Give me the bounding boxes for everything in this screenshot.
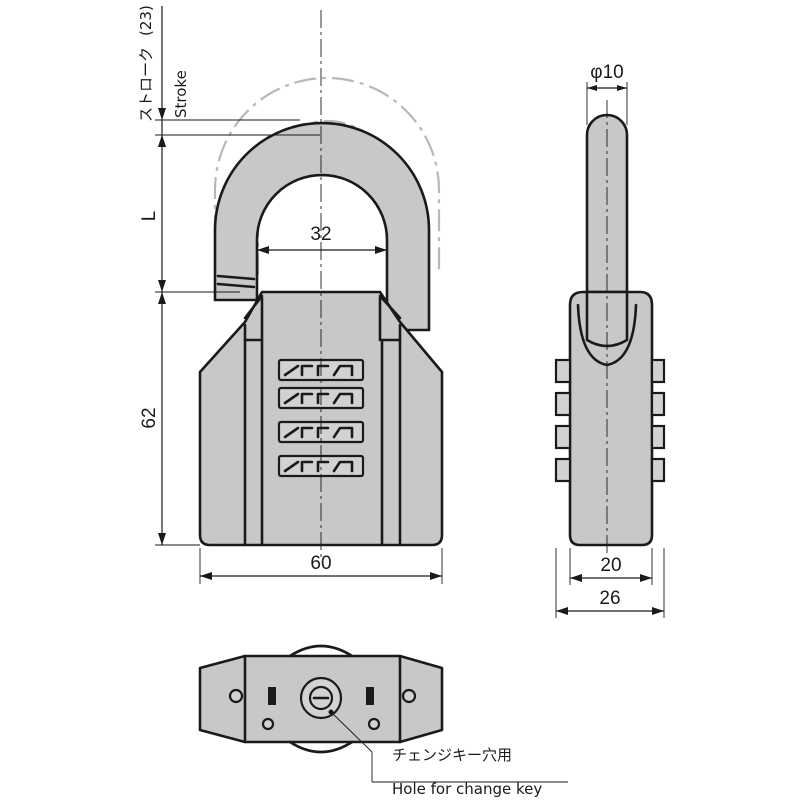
bottom-slot-right: [366, 687, 374, 705]
shackle-length-label: L: [139, 211, 160, 222]
body-chamfer-left: [243, 294, 264, 320]
side-dials-left: [554, 358, 572, 483]
bottom-hole-small-left: [261, 717, 275, 731]
body-step-right: [378, 296, 402, 342]
body-depth-outer-label: 26: [599, 588, 620, 609]
shackle-inner-width-label: 32: [310, 224, 331, 245]
shackle-notch: [216, 274, 256, 281]
body-width-label: 60: [310, 553, 331, 574]
side-view: [554, 100, 666, 555]
change-key-label-en: Hole for change key: [392, 780, 542, 798]
shackle: [213, 121, 431, 332]
stroke-label-jp: ストローク: [137, 47, 155, 122]
shackle-length-dimension: L: [139, 135, 240, 293]
change-key-callout: チェンジキー穴用 Hole for change key: [328, 709, 568, 798]
body-width-dimension: 60: [199, 548, 443, 584]
stroke-dimension: ストローク (23) Stroke: [137, 5, 320, 147]
body-depth-inner-dimension: 20: [569, 548, 653, 585]
dial-window-4: [277, 454, 365, 478]
front-view: [198, 10, 444, 560]
stroke-value: (23): [137, 5, 155, 36]
bottom-slot-left: [268, 687, 276, 705]
bottom-hole-right: [401, 688, 417, 704]
body-height-label: 62: [139, 407, 160, 428]
body-depth-outer-dimension: 26: [555, 548, 665, 618]
stroke-label-en: Stroke: [172, 70, 190, 118]
shackle-notch-2: [216, 282, 256, 289]
bottom-ring-top: [288, 644, 354, 658]
bottom-hole-small-right: [367, 717, 381, 731]
change-key-label-jp: チェンジキー穴用: [392, 746, 512, 764]
body-chamfer-right: [378, 294, 402, 320]
body-height-dimension: 62: [139, 292, 200, 546]
shackle-diameter-dimension: φ10: [586, 62, 628, 125]
side-dials-right: [650, 358, 666, 483]
shackle-inner-width-dimension: 32: [257, 224, 387, 254]
shackle-diameter-label: φ10: [590, 62, 623, 83]
bottom-ring-bottom: [288, 740, 354, 754]
body-depth-inner-label: 20: [600, 555, 621, 576]
bottom-hole-left: [228, 688, 244, 704]
bottom-view: [198, 644, 444, 754]
